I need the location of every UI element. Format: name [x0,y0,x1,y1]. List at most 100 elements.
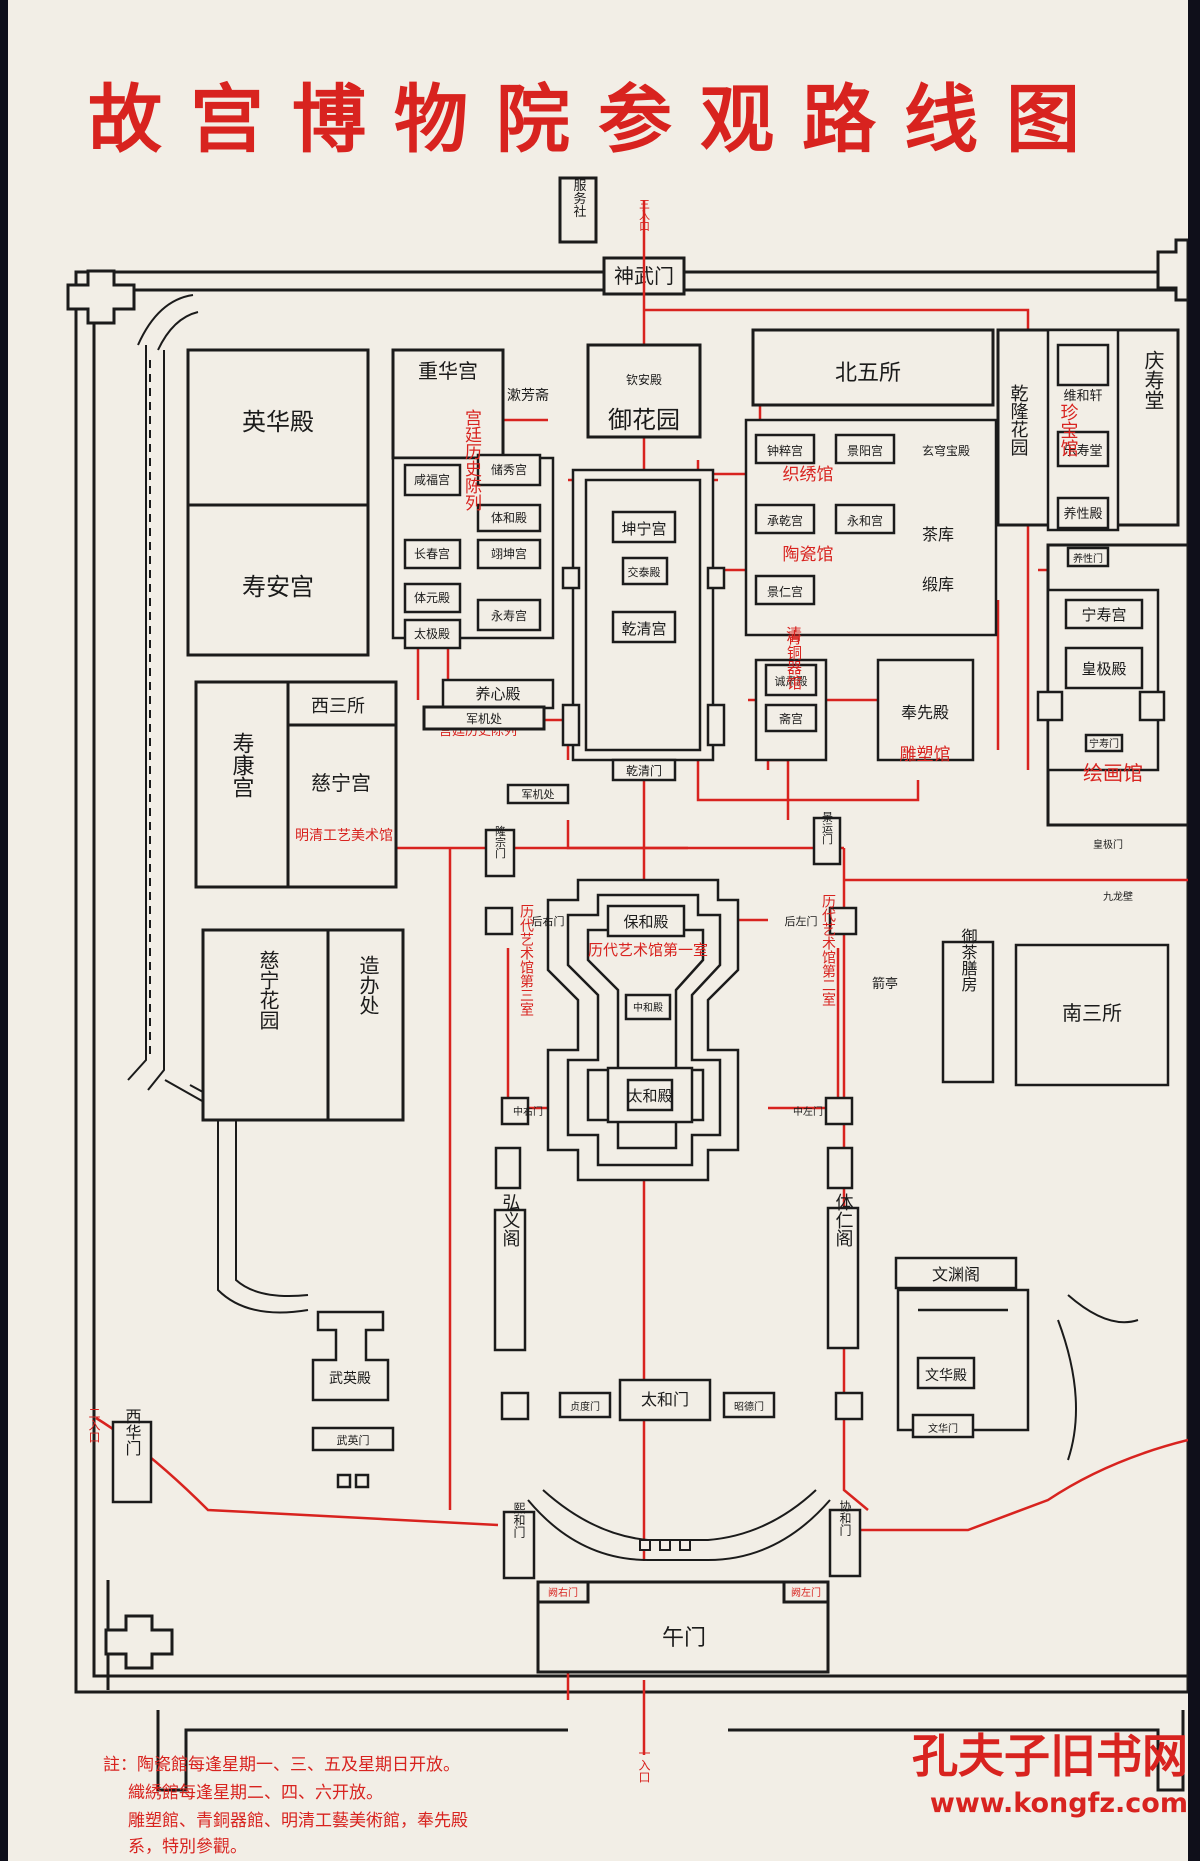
zhixiu-hall-label: 织绣馆 [783,465,834,485]
zhongcui-label: 钟粹宫 [767,443,803,458]
chaku-label: 茶库 [922,525,954,544]
service-label: 服务社 [571,179,587,218]
qing-label: 清 [786,625,802,644]
yangxing-label: 养性殿 [1063,506,1102,522]
yinghua-label: 英华殿 [242,408,314,436]
east-palaces [744,418,998,762]
note-line-4: 系，特別參觀。 [128,1837,247,1857]
xianfu-label: 咸福宫 [414,472,450,487]
wumen-gate [156,1580,1185,1792]
houzuo-label: 后左门 [785,914,818,928]
quezuo-label: 阙左门 [791,1586,821,1599]
junjichu-label: 军机处 [522,787,555,801]
jingren-label: 景仁宫 [767,584,803,599]
jiulong-label: 九龙壁 [1103,890,1133,903]
yangxin-label: 养心殿 [475,685,520,703]
shufang-label: 漱芳斋 [507,387,549,404]
jiaotai-label: 交泰殿 [628,565,661,579]
qingshou-label: 庆寿堂 [1141,350,1165,410]
corner-towers [66,238,1188,1670]
qinan-label: 钦安殿 [626,372,662,387]
west-entrance-label: 二入口 [87,1407,101,1443]
junji-chu-label: 军机处 [466,712,502,726]
river-bridges [639,1539,691,1551]
wuying-label: 武英殿 [329,1370,371,1387]
xuanqiong-label: 玄穹宝殿 [922,443,970,458]
yongshou-label: 永寿宫 [491,608,527,623]
cining-label: 慈宁宫 [311,771,371,795]
zaoban-label: 造办处 [356,955,380,1015]
watermark-name: 孔夫子旧书网 [912,1729,1188,1783]
note-line-1: 註：陶瓷館每逢星期一、三、五及星期日开放。 [103,1755,460,1775]
wenyuan-label: 文渊阁 [932,1265,980,1284]
lidai-hall-1-label: 历代艺术馆第一室 [588,941,708,959]
west-road [127,294,309,1314]
qingtong-hall-label: 青铜器馆 [785,630,803,690]
golden-water-river [527,1294,1139,1561]
wumen-label: 午门 [662,1626,706,1651]
yikun-label: 翊坤宫 [491,546,527,561]
houyou-label: 后右门 [532,914,565,928]
zhenbao-hall-label: 珍宝馆 [1058,403,1079,457]
shuting-label: 箭亭 [872,976,898,992]
baohe-label: 保和殿 [623,913,668,931]
weihe-label: 维和轩 [1063,389,1102,404]
south-entrance-label: 一入口 [637,1747,651,1783]
map-sheet: 故宫博物院参观路线图 服务社 神武门 [8,0,1188,1861]
corridor-gates [111,816,864,1580]
palace-map: 服务社 神武门 [66,176,1188,1792]
kunning-label: 坤宁宫 [621,520,666,538]
shouan-label: 寿安宫 [242,573,314,601]
wuying-area [311,1310,395,1489]
xiehe-label: 协和门 [838,1499,852,1536]
gongting-history-label-2: 宫廷历史陈列 [461,409,482,512]
tiyuan-label: 体元殿 [414,591,450,605]
huihua-hall-label: 绘画馆 [1083,761,1143,785]
yuhuayuan-label: 御花园 [608,406,680,434]
outer-court-halls [558,904,776,1422]
beiwusuo-label: 北五所 [835,361,901,386]
jingyang-label: 景阳宫 [847,443,883,458]
qianqingmen-label: 乾清门 [626,763,662,778]
queyou-label: 阙右门 [548,1586,578,1599]
yonghe-label: 永和宫 [847,513,883,528]
taihe-label: 太和殿 [627,1087,672,1105]
note-line-3: 雕塑館、青銅器館、明清工藝美術館，奉先殿 [128,1811,468,1831]
west-palaces [391,453,570,805]
shoukang-label: 寿康宫 [229,732,255,798]
hongyi-label: 弘义阁 [500,1193,521,1248]
qianlong-garden [1036,328,1166,772]
xihua-label: 西华门 [123,1408,142,1457]
north-blocks [186,328,1188,827]
zhonghe-label: 中和殿 [633,1001,663,1014]
changchun-label: 长春宫 [414,546,450,561]
cining-garden-label: 慈宁花园 [256,950,280,1030]
chonghua-label: 重华宫 [418,359,478,383]
diaosu-hall-label: 雕塑馆 [900,745,951,765]
zhongzuo-label: 中左门 [793,1105,823,1118]
leshou-label: 乐寿堂 [1063,444,1102,459]
chengsu-label: 诚肃殿 [775,675,808,688]
yangxingmen-label: 养性门 [1073,552,1103,565]
east-outer [894,940,1170,1439]
mingqing-hall-label: 明清工艺美术馆 [295,828,393,844]
duanku-label: 缎库 [922,575,954,594]
nansansuo-label: 南三所 [1062,1001,1122,1025]
zhaode-label: 昭德门 [734,1400,764,1413]
longzong-label: 隆宗门 [494,824,507,859]
ningshoumen-label: 宁寿门 [1089,737,1119,750]
note-line-2: 織綉館每逢星期二、四、六开放。 [128,1783,383,1803]
page-title: 故宫博物院参观路线图 [88,77,1108,163]
north-entrance-label: 三入口 [638,199,651,232]
taiji-label: 太极殿 [414,626,450,641]
chuxiu-label: 储秀宫 [491,462,527,477]
chengqian-label: 承乾宫 [767,513,803,528]
xisansuo-label: 西三所 [311,696,365,717]
ningshou-label: 宁寿宫 [1081,606,1126,624]
taoci-hall-label: 陶瓷馆 [783,545,834,565]
qianqing-label: 乾清宫 [621,620,666,638]
lidai-hall-2-label: 历代艺术馆第二室 [820,894,836,1006]
wenhuamen-label: 文华门 [928,1422,958,1435]
wuyingmen-label: 武英门 [337,1433,370,1447]
jingyun-label: 景运门 [821,811,834,845]
